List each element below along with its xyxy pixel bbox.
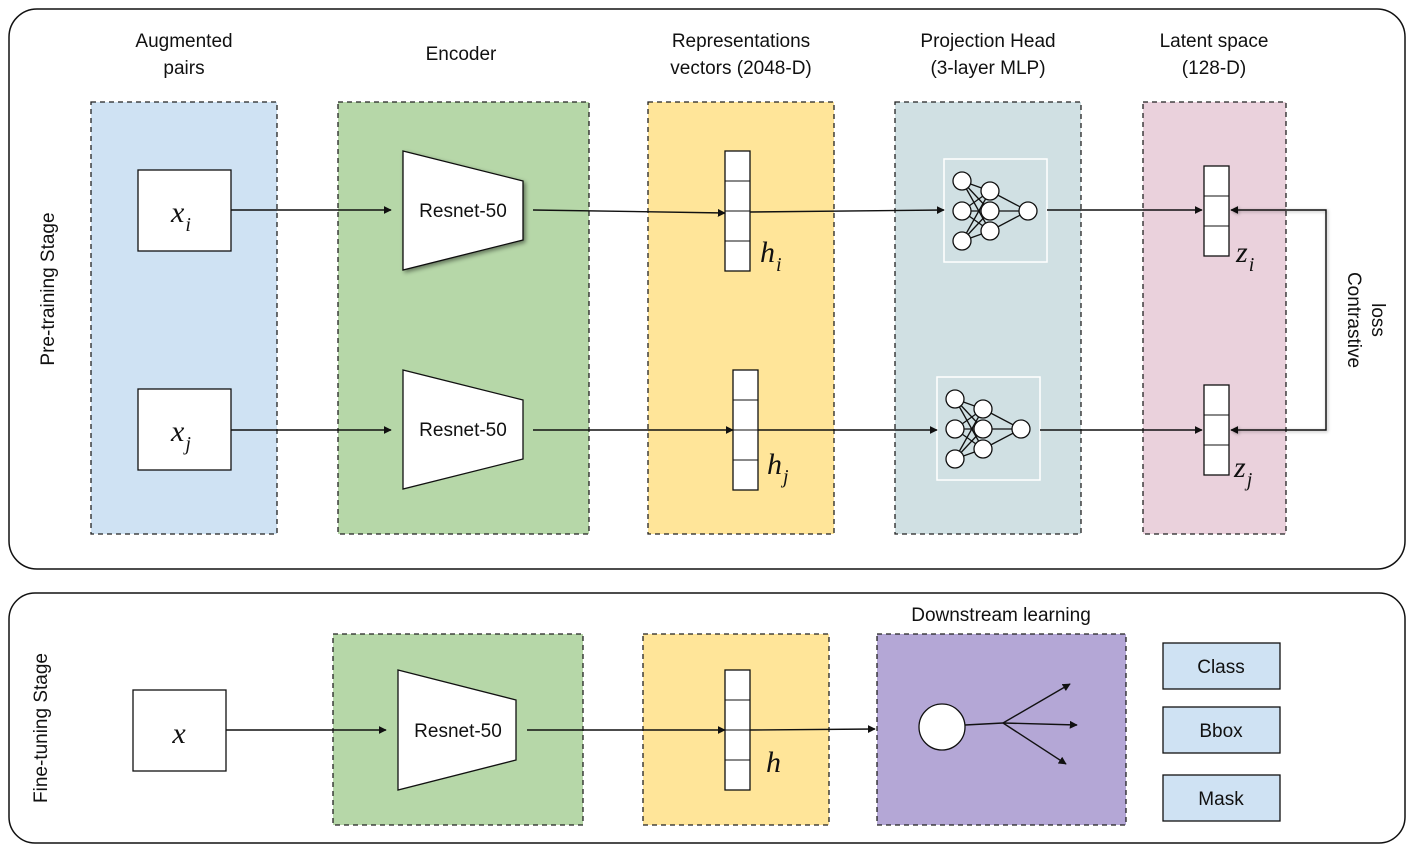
xj-base: x (170, 415, 185, 448)
contrastive-loss-bracket (1230, 206, 1327, 434)
label-zi: zi (1235, 236, 1254, 276)
pretraining-stage-label: Pre-training Stage (38, 212, 59, 365)
vector-zj (1203, 384, 1230, 476)
arrow-encoder-to-hi (532, 208, 726, 217)
arrow-hi-to-mlp (749, 206, 945, 215)
pretraining-arrows (231, 206, 1203, 434)
mlp-top-icon (943, 158, 1048, 263)
svg-text:Class: Class (1197, 657, 1245, 678)
header-projection-line2: (3-layer MLP) (930, 58, 1045, 79)
label-hj: hj (767, 448, 789, 488)
vector-zi (1203, 165, 1230, 257)
header-latent-line1: Latent space (1160, 31, 1269, 52)
header-representations-line2: vectors (2048-D) (670, 58, 812, 79)
finetuning-stage-label: Fine-tuning Stage (31, 653, 52, 803)
vector-hi (724, 150, 751, 272)
output-mask-box: Mask (1162, 774, 1281, 822)
downstream-learning-label: Downstream learning (911, 605, 1091, 626)
label-zj: zj (1233, 451, 1253, 491)
output-bbox-box: Bbox (1162, 706, 1281, 754)
header-augmented-line1: Augmented (135, 31, 232, 52)
finetune-arrows (226, 725, 876, 734)
downstream-head-node (918, 683, 1078, 765)
encoder-top-resnet: Resnet-50 (402, 150, 524, 271)
contrastive-loss-line2: loss (1367, 303, 1388, 337)
svg-text:Resnet-50: Resnet-50 (419, 201, 507, 222)
input-xj-node: xj (137, 388, 232, 471)
output-class-box: Class (1162, 642, 1281, 690)
downstream-panel (876, 633, 1127, 826)
svg-text:x: x (171, 717, 186, 750)
svg-text:Mask: Mask (1198, 789, 1244, 810)
header-augmented-line2: pairs (163, 58, 204, 79)
header-projection-line1: Projection Head (920, 31, 1055, 52)
xi-sub: i (185, 214, 191, 236)
label-hi: hi (760, 236, 782, 276)
svg-text:Resnet-50: Resnet-50 (419, 420, 507, 441)
header-latent-line2: (128-D) (1182, 58, 1246, 79)
xi-base: x (170, 196, 185, 229)
label-h: h (766, 746, 781, 779)
mlp-bottom-icon (936, 376, 1041, 481)
contrastive-loss-line1: Contrastive (1343, 272, 1364, 368)
arrow-h-to-downstream (749, 725, 876, 734)
finetune-vector-h (724, 669, 751, 791)
vector-hj (732, 369, 759, 491)
header-representations-line1: Representations (672, 31, 810, 52)
svg-text:xj: xj (170, 415, 191, 455)
finetune-input-x-node: x (132, 689, 227, 772)
svg-text:xi: xi (170, 196, 191, 236)
xj-sub: j (182, 433, 191, 455)
header-encoder: Encoder (426, 44, 497, 65)
encoder-bottom-resnet: Resnet-50 (402, 369, 524, 490)
projection-head-panel (894, 101, 1082, 535)
input-xi-node: xi (137, 169, 232, 252)
svg-text:Resnet-50: Resnet-50 (414, 721, 502, 742)
svg-text:Bbox: Bbox (1199, 721, 1243, 742)
finetune-encoder-resnet: Resnet-50 (397, 669, 517, 791)
